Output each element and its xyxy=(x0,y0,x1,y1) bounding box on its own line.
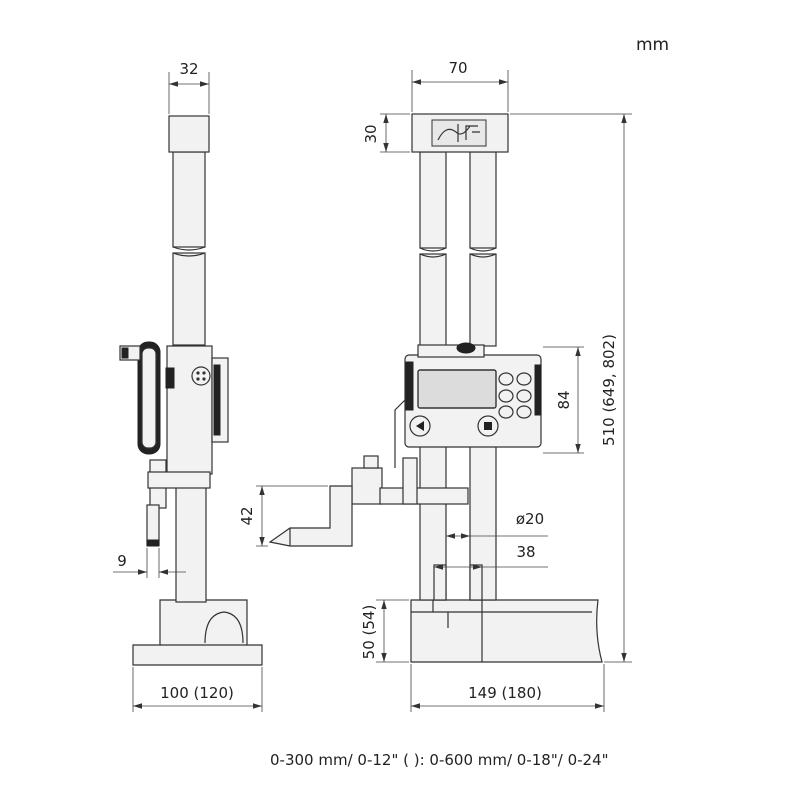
dim-head-height-label: 30 xyxy=(362,124,380,143)
dim-total-height-label: 510 (649, 802) xyxy=(600,334,618,446)
front-scriber xyxy=(268,485,353,547)
front-base xyxy=(410,599,603,663)
dim-column-diameter-label: ø20 xyxy=(516,510,544,528)
dim-scriber-tip-label: 9 xyxy=(117,552,127,570)
dim-scriber-offset-label: 42 xyxy=(238,506,256,525)
dim-display-height: 84 xyxy=(543,346,584,454)
front-column-left-upper xyxy=(419,151,447,249)
front-column-right-upper xyxy=(469,151,497,249)
dim-column-width-label: 32 xyxy=(179,60,198,78)
logo-icon xyxy=(431,119,487,147)
dim-column-spacing-label: 38 xyxy=(516,543,535,561)
dim-base-height-label: 50 (54) xyxy=(360,605,378,660)
front-view: 70 30 84 510 (649, 802) 42 xyxy=(238,59,632,712)
dim-column-width: 32 xyxy=(168,60,210,114)
range-footnote: 0-300 mm/ 0-12" ( ): 0-600 mm/ 0-18"/ 0-… xyxy=(270,751,609,769)
dim-base-width: 149 (180) xyxy=(410,664,605,712)
dim-column-spacing: 38 xyxy=(434,543,548,570)
dim-base-height: 50 (54) xyxy=(360,599,409,663)
unit-label: mm xyxy=(636,35,669,55)
dim-scriber-offset: 42 xyxy=(238,485,328,547)
side-column-lower xyxy=(172,252,206,346)
dim-head-width: 70 xyxy=(411,59,509,112)
side-scriber xyxy=(146,504,160,546)
dim-head-height: 30 xyxy=(362,113,410,153)
control-buttons xyxy=(498,372,532,419)
side-column-upper xyxy=(172,151,206,248)
side-view: 32 9 100 (120) xyxy=(113,60,263,712)
dim-display-height-label: 84 xyxy=(555,390,573,409)
dim-base-depth-label: 100 (120) xyxy=(160,684,234,702)
side-column-top-block xyxy=(168,115,210,153)
dim-scriber-tip: 9 xyxy=(113,548,186,578)
side-slider-body xyxy=(166,345,213,475)
dim-base-width-label: 149 (180) xyxy=(468,684,542,702)
dim-base-depth: 100 (120) xyxy=(132,667,263,712)
dim-total-height: 510 (649, 802) xyxy=(510,113,632,663)
dim-column-diameter: ø20 xyxy=(446,510,548,539)
dim-head-width-label: 70 xyxy=(448,59,467,77)
lcd-display xyxy=(417,369,497,409)
